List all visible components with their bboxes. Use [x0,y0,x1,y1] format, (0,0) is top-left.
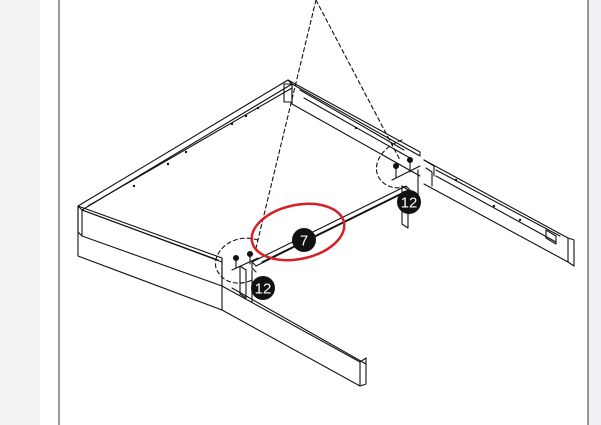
callout-badge-center: 7 [292,228,316,252]
back-right-rail [283,79,421,177]
left-side-rail [77,79,293,287]
right-scrollbar[interactable] [588,0,601,425]
leader-line-left [255,0,317,249]
left-front-panel [77,205,223,311]
detail-circle-right [376,139,409,189]
callout-label-center: 7 [300,233,308,250]
center-support-beam [251,185,411,273]
red-ellipse-highlight-icon [250,202,346,262]
left-gutter [0,0,40,425]
rail-holes [132,106,522,222]
manual-page [40,0,588,425]
detail-circle-left [214,237,259,284]
callout-label-right: 12 [401,195,418,212]
right-extension-rail [423,159,575,267]
callout-badge-right: 12 [397,190,421,214]
leader-line-right [315,0,401,161]
callout-badge-left: 12 [251,276,275,300]
front-lower-rail [221,285,367,387]
callout-label-left: 12 [255,281,272,298]
